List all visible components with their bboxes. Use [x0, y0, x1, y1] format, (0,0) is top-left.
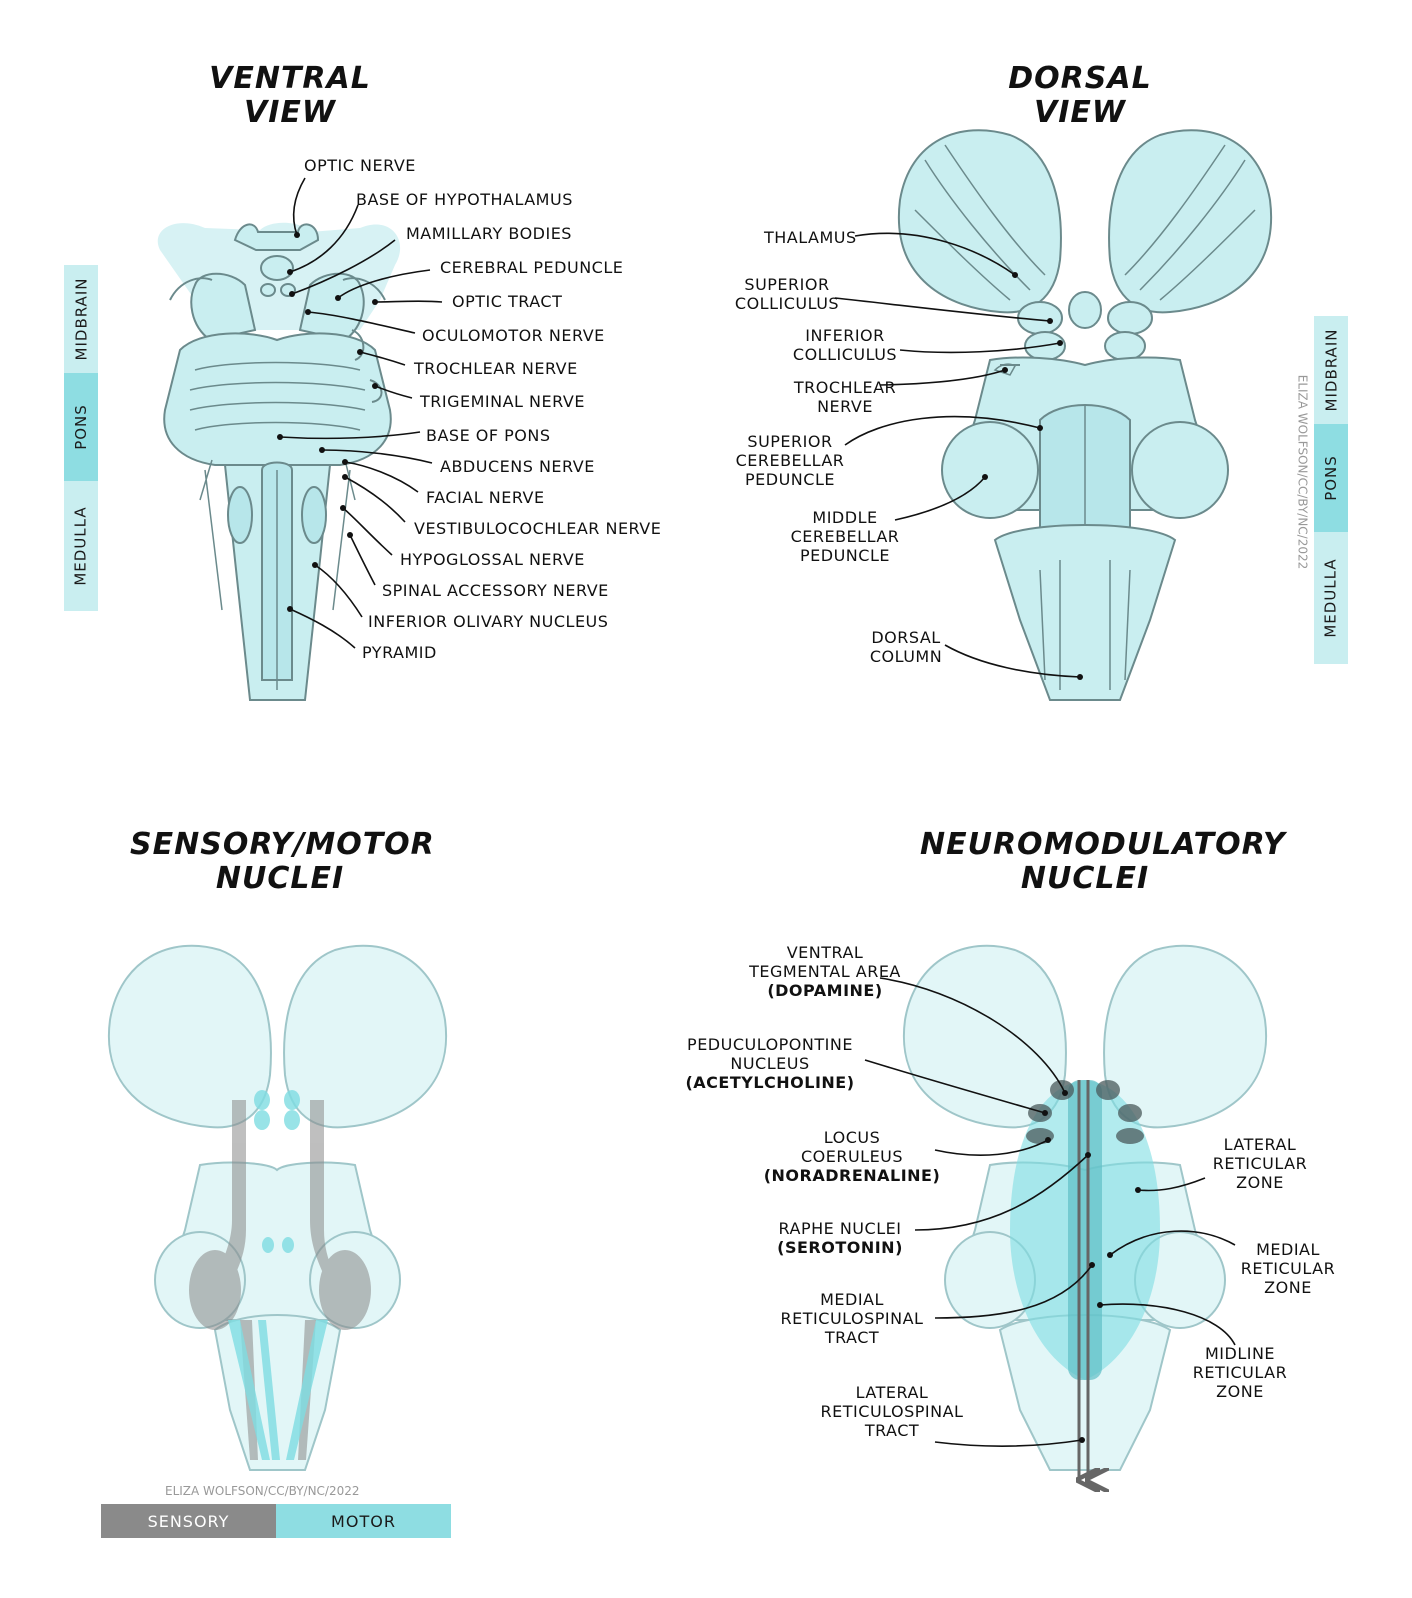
label-inferior-olivary-nucleus: INFERIOR OLIVARY NUCLEUS — [368, 612, 609, 631]
neuromodulatory-title-line1: NEUROMODULATORY — [920, 827, 1286, 862]
legend-motor-label: MOTOR — [331, 1511, 396, 1531]
sensory-motor-brainstem — [107, 944, 448, 1471]
label-raphe-neurotransmitter: (SEROTONIN) — [777, 1238, 903, 1257]
label-midz-2: RETICULAR — [1192, 1363, 1288, 1382]
label-pyramid: PYRAMID — [362, 643, 437, 662]
label-lrst-1: LATERAL — [855, 1383, 929, 1402]
label-inferior-colliculus-1: INFERIOR — [805, 326, 885, 345]
label-inferior-colliculus-2: COLLICULUS — [792, 345, 898, 364]
label-mrz-1: MEDIAL — [1256, 1240, 1320, 1259]
label-mrst-3: TRACT — [824, 1328, 880, 1347]
dorsal-leader-dots — [982, 272, 1083, 680]
dorsal-view-title: DORSAL VIEW — [1008, 61, 1152, 130]
label-lrst-3: TRACT — [864, 1421, 920, 1440]
label-optic-tract: OPTIC TRACT — [452, 292, 563, 311]
label-raphe-2: (SEROTONIN) — [760, 1238, 920, 1257]
label-trigeminal-nerve: TRIGEMINAL NERVE — [420, 392, 585, 411]
label-lc-neurotransmitter: (NORADRENALINE) — [763, 1166, 941, 1185]
label-midz-1: MIDLINE — [1204, 1344, 1276, 1363]
legend-sensory-label: SENSORY — [147, 1511, 230, 1531]
neuromodulatory-leader-dots — [1042, 1090, 1141, 1443]
label-mrst-2: RETICULOSPINAL — [780, 1309, 924, 1328]
dorsal-brainstem — [897, 129, 1273, 701]
credit-sensory-motor: ELIZA WOLFSON/CC/BY/NC/2022 — [165, 1484, 360, 1498]
reticular-zones — [1010, 1080, 1160, 1380]
ventral-brainstem — [157, 222, 401, 701]
label-hypoglossal-nerve: HYPOGLOSSAL NERVE — [400, 550, 585, 569]
label-mrst-1: MEDIAL — [820, 1290, 884, 1309]
label-scp-1: SUPERIOR — [747, 432, 833, 451]
legend-motor: MOTOR — [276, 1504, 451, 1538]
label-lc-1: LOCUS — [823, 1128, 881, 1147]
region-bar-midbrain-right: MIDBRAIN — [1314, 316, 1348, 424]
region-bar-pons-left: PONS — [64, 373, 98, 481]
label-lrz-1: LATERAL — [1223, 1135, 1297, 1154]
label-base-of-pons: BASE OF PONS — [426, 426, 551, 445]
label-lrz-3: ZONE — [1236, 1173, 1284, 1192]
label-vta-neurotransmitter: (DOPAMINE) — [767, 981, 883, 1000]
label-dorsal-column-1: DORSAL — [871, 628, 941, 647]
region-bar-medulla-right: MEDULLA — [1314, 532, 1348, 664]
label-mrz-2: RETICULAR — [1240, 1259, 1336, 1278]
label-trochlear-1: TROCHLEAR — [793, 378, 897, 397]
label-mamillary-bodies: MAMILLARY BODIES — [406, 224, 572, 243]
sensory-motor-title-line2: NUCLEI — [215, 861, 345, 896]
label-vestibulocochlear-nerve: VESTIBULOCOCHLEAR NERVE — [414, 519, 662, 538]
label-thalamus: THALAMUS — [764, 228, 857, 247]
label-oculomotor-nerve: OCULOMOTOR NERVE — [422, 326, 605, 345]
ventral-leader-dots — [277, 232, 378, 612]
label-lrst-2: RETICULOSPINAL — [820, 1402, 964, 1421]
label-trochlear-2: NERVE — [817, 397, 873, 416]
label-abducens-nerve: ABDUCENS NERVE — [440, 457, 595, 476]
neuromodulatory-leader-lines — [864, 977, 1236, 1448]
label-mcp-1: MIDDLE — [812, 508, 878, 527]
dorsal-leader-lines — [834, 232, 1081, 678]
label-superior-colliculus-2: COLLICULUS — [734, 294, 840, 313]
ventral-leader-lines — [279, 177, 443, 649]
label-superior-colliculus-1: SUPERIOR — [744, 275, 830, 294]
label-scp-3: PEDUNCLE — [745, 470, 835, 489]
label-base-of-hypothalamus: BASE OF HYPOTHALAMUS — [356, 190, 573, 209]
label-scp-2: CEREBELLAR — [735, 451, 845, 470]
neuromodulatory-nuclei — [1026, 1080, 1144, 1144]
ventral-view-title: VENTRAL VIEW — [209, 61, 371, 130]
label-mcp-2: CEREBELLAR — [790, 527, 900, 546]
label-vta-3: (DOPAMINE) — [735, 981, 915, 1000]
label-ppn-2: NUCLEUS — [730, 1054, 810, 1073]
motor-regions — [228, 1090, 328, 1460]
label-trochlear-nerve: TROCHLEAR NERVE — [414, 359, 578, 378]
label-mrz-3: ZONE — [1264, 1278, 1312, 1297]
label-midz-3: ZONE — [1216, 1382, 1264, 1401]
label-lc-3: (NORADRENALINE) — [762, 1166, 942, 1185]
label-dorsal-column-2: COLUMN — [869, 647, 943, 666]
region-pons-label-right: PONS — [1322, 455, 1341, 501]
label-ppn-1: PEDUCULOPONTINE — [687, 1035, 853, 1054]
label-mcp-3: PEDUNCLE — [800, 546, 890, 565]
region-medulla-label-right: MEDULLA — [1322, 558, 1340, 638]
region-medulla-label: MEDULLA — [72, 506, 90, 586]
label-spinal-accessory-nerve: SPINAL ACCESSORY NERVE — [382, 581, 609, 600]
label-ppn-neurotransmitter: (ACETYLCHOLINE) — [685, 1073, 855, 1092]
region-bar-medulla-left: MEDULLA — [64, 481, 98, 611]
region-pons-label: PONS — [72, 404, 91, 450]
label-lrz-2: RETICULAR — [1212, 1154, 1308, 1173]
label-facial-nerve: FACIAL NERVE — [426, 488, 545, 507]
label-vta-1: VENTRAL — [786, 943, 864, 962]
label-raphe-1: RAPHE NUCLEI — [778, 1219, 902, 1238]
label-cerebral-peduncle: CEREBRAL PEDUNCLE — [440, 258, 624, 277]
region-midbrain-label-right: MIDBRAIN — [1322, 328, 1340, 412]
credit-dorsal: ELIZA WOLFSON/CC/BY/NC/2022 — [1295, 374, 1310, 570]
region-bar-midbrain-left: MIDBRAIN — [64, 265, 98, 373]
neuromodulatory-title-line2: NUCLEI — [1020, 861, 1150, 896]
legend-sensory: SENSORY — [101, 1504, 276, 1538]
label-vta-2: TEGMENTAL AREA — [749, 962, 901, 981]
label-lc-2: COERULEUS — [800, 1147, 904, 1166]
region-midbrain-label: MIDBRAIN — [72, 277, 90, 361]
label-optic-nerve: OPTIC NERVE — [304, 156, 416, 175]
sensory-motor-title-line1: SENSORY/MOTOR — [130, 827, 435, 862]
label-ppn-3: (ACETYLCHOLINE) — [680, 1073, 860, 1092]
region-bar-pons-right: PONS — [1314, 424, 1348, 532]
